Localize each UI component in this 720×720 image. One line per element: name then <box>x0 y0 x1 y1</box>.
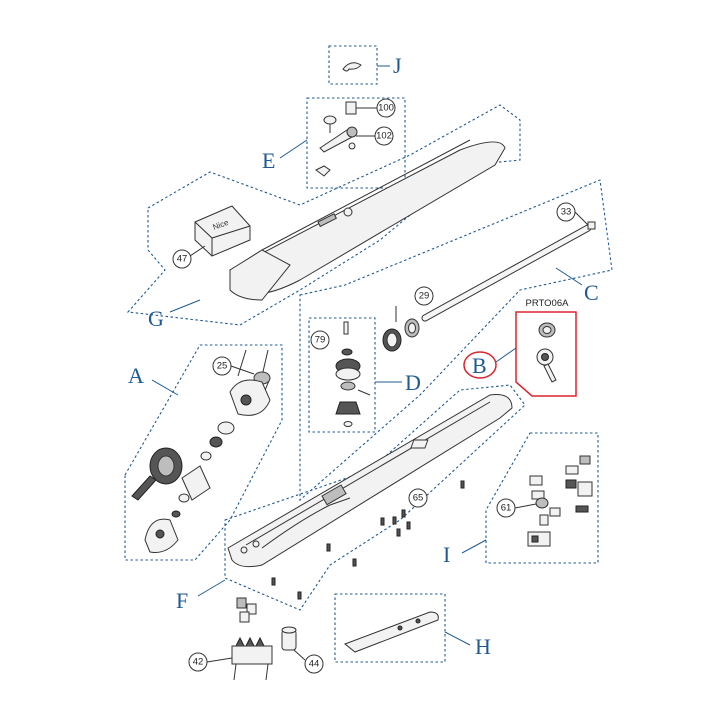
highlight-code: PRTO06A <box>526 298 570 309</box>
group-b-highlight[interactable]: PRTO06A B <box>463 298 577 397</box>
part-number-44: 44 <box>309 659 320 670</box>
label-f: F <box>176 588 188 613</box>
group-loose-parts[interactable]: 42 44 <box>188 597 324 681</box>
group-i[interactable]: 61 I <box>410 432 599 567</box>
group-h[interactable]: H <box>334 593 491 663</box>
label-g: G <box>148 306 164 331</box>
label-c: C <box>584 280 599 305</box>
part-number-100: 100 <box>378 103 394 114</box>
zone-f-outline <box>224 384 526 611</box>
part-number-25: 25 <box>217 361 228 372</box>
pinion-part <box>335 401 361 415</box>
base-housing-part <box>227 394 513 568</box>
part-number-42: 42 <box>193 657 204 668</box>
part-number-47: 47 <box>177 254 188 265</box>
mounting-plate-part <box>344 611 439 653</box>
part-number-102: 102 <box>376 131 392 142</box>
part-number-29: 29 <box>419 291 430 302</box>
key-part <box>342 62 362 72</box>
release-knob-part <box>345 101 357 115</box>
group-j[interactable]: J <box>328 45 402 85</box>
group-f[interactable]: 65 F <box>176 384 526 613</box>
group-a[interactable]: 25 A <box>124 344 283 561</box>
control-unit-part <box>194 205 251 257</box>
part-number-79: 79 <box>315 335 326 346</box>
label-h: H <box>475 634 491 659</box>
label-b-circle <box>463 351 497 379</box>
zone-a-outline <box>124 344 283 561</box>
zone-h-outline <box>334 593 446 663</box>
group-c[interactable]: 33 29 C <box>299 179 613 502</box>
part-number-33: 33 <box>561 207 572 218</box>
connector-block-part <box>231 645 273 665</box>
label-i: I <box>443 542 450 567</box>
zone-i-outline <box>485 432 599 564</box>
label-j: J <box>393 53 402 78</box>
label-e: E <box>262 148 275 173</box>
zone-j-outline <box>328 45 378 85</box>
zone-e-outline <box>306 97 406 189</box>
part-number-65: 65 <box>413 493 424 504</box>
zone-c-outline <box>299 179 613 502</box>
label-d: D <box>405 370 421 395</box>
group-g[interactable]: Nice 47 G <box>126 104 521 331</box>
part-number-61: 61 <box>501 503 512 514</box>
screws <box>271 480 465 600</box>
group-d[interactable]: 79 D <box>308 317 421 433</box>
group-e[interactable]: 100 102 E <box>262 97 406 189</box>
highlight-box <box>515 311 577 397</box>
label-b: B <box>472 353 487 378</box>
label-a: A <box>128 363 144 388</box>
zone-g-outline <box>126 104 521 326</box>
terminal-block-part <box>527 531 551 547</box>
